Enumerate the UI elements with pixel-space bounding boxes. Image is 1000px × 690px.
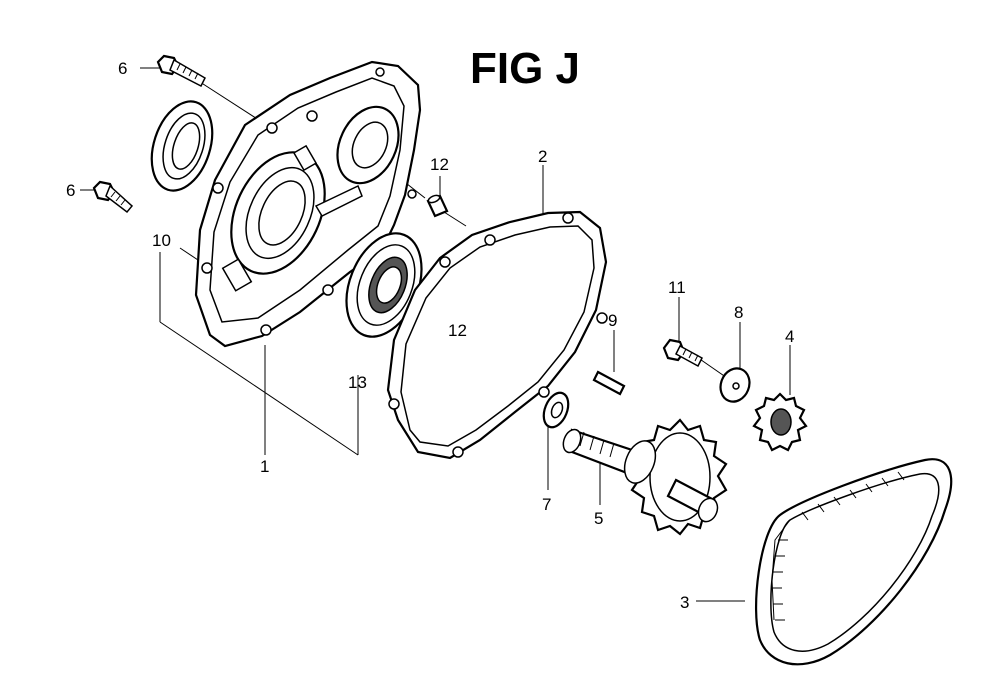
drive-sprocket	[752, 392, 808, 452]
roller-chain	[754, 458, 953, 666]
gasket	[386, 210, 608, 460]
callout-labels: 1 2 3 4 5 6 6 7 8 9 10 11 12 12 13	[66, 59, 794, 612]
callout-5: 5	[594, 509, 603, 528]
thrust-washer	[542, 391, 570, 429]
callout-8: 8	[734, 303, 743, 322]
bearing	[345, 232, 423, 338]
callout-6-upper: 6	[118, 59, 127, 78]
callout-7: 7	[542, 495, 551, 514]
callout-3: 3	[680, 593, 689, 612]
sprocket-shaft	[562, 418, 728, 536]
drive-bolt	[662, 338, 703, 368]
callout-11: 11	[668, 278, 686, 297]
callout-4: 4	[785, 327, 794, 346]
callout-13: 13	[348, 373, 367, 392]
lock-washer	[719, 367, 751, 403]
woodruff-key	[592, 370, 626, 396]
callout-10: 10	[152, 231, 171, 250]
bolt-upper	[156, 54, 206, 88]
callout-9: 9	[608, 311, 617, 330]
bolt-lower	[92, 180, 134, 214]
callout-12-upper: 12	[430, 155, 449, 174]
figure-title: FIG J	[470, 44, 581, 93]
callout-12-lower: 12	[448, 321, 467, 340]
dowel-pin-upper	[426, 194, 449, 218]
callout-6-lower: 6	[66, 181, 75, 200]
case-cover	[194, 60, 422, 348]
oil-seal	[150, 100, 214, 192]
callout-1: 1	[260, 457, 269, 476]
callout-2: 2	[538, 147, 547, 166]
